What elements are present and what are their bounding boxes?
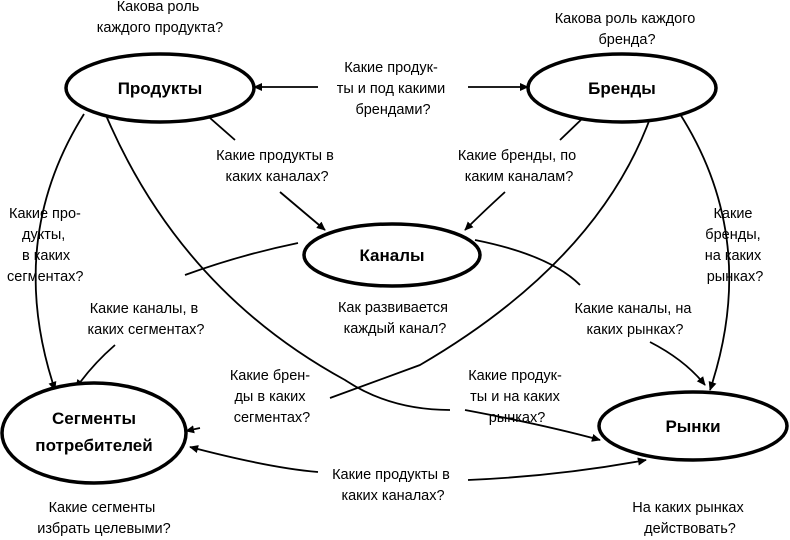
question-channel-development: Как развивается каждый канал? <box>338 300 452 337</box>
edge-products-segments <box>34 113 85 391</box>
question-brands-in-markets: Какие бренды, на каких рынках? <box>705 206 766 285</box>
node-markets: Рынки <box>597 390 789 462</box>
edges <box>34 82 731 481</box>
question-products-in-channels: Какие продукты в каких каналах? <box>216 148 338 185</box>
edge-brands-segments-long <box>186 112 653 431</box>
node-products: Продукты <box>64 52 256 124</box>
node-channels: Каналы <box>302 222 482 288</box>
question-product-role: Какова роль каждого продукта? <box>97 0 224 36</box>
question-channels-in-segments: Какие каналы, в каких сегментах? <box>88 301 205 338</box>
question-products-in-markets: Какие продук- ты и на каких рынках? <box>468 368 566 426</box>
node-segments-label-1: Сегменты <box>52 409 136 428</box>
node-channels-label: Каналы <box>359 246 424 265</box>
edge-channels-markets <box>474 239 705 385</box>
node-brands: Бренды <box>526 52 718 124</box>
question-products-in-segments: Какие про- дукты, в каких сегментах? <box>7 206 85 285</box>
question-target-segments: Какие сегменты избрать целевыми? <box>37 500 170 537</box>
question-markets-to-operate: На каких рынках действовать? <box>632 500 748 537</box>
question-brands-in-segments: Какие брен- ды в каких сегментах? <box>230 368 314 426</box>
edge-brands-markets <box>679 113 731 391</box>
node-markets-label: Рынки <box>665 417 720 436</box>
question-channels-in-markets: Какие каналы, на каких рынках? <box>575 301 696 338</box>
question-products-under-brands: Какие продук- ты и под какими брендами? <box>337 60 450 118</box>
edge-markets-segments <box>467 457 647 481</box>
questions: Какова роль каждого продукта? Какова рол… <box>7 0 766 537</box>
node-products-label: Продукты <box>118 79 203 98</box>
nodes: Продукты Бренды Каналы Сегменты потребит… <box>0 52 789 485</box>
question-brand-role: Какова роль каждого бренда? <box>555 11 700 48</box>
node-brands-label: Бренды <box>588 79 656 98</box>
edge-segments-markets <box>189 445 319 473</box>
question-products-in-channels-bottom: Какие продукты в каких каналах? <box>332 467 454 504</box>
question-brands-in-channels: Какие бренды, по каким каналам? <box>458 148 580 185</box>
edge-products-markets-long <box>104 112 600 440</box>
node-segments: Сегменты потребителей <box>0 381 188 485</box>
node-segments-label-2: потребителей <box>35 436 152 455</box>
edge-products-channels <box>209 117 325 230</box>
